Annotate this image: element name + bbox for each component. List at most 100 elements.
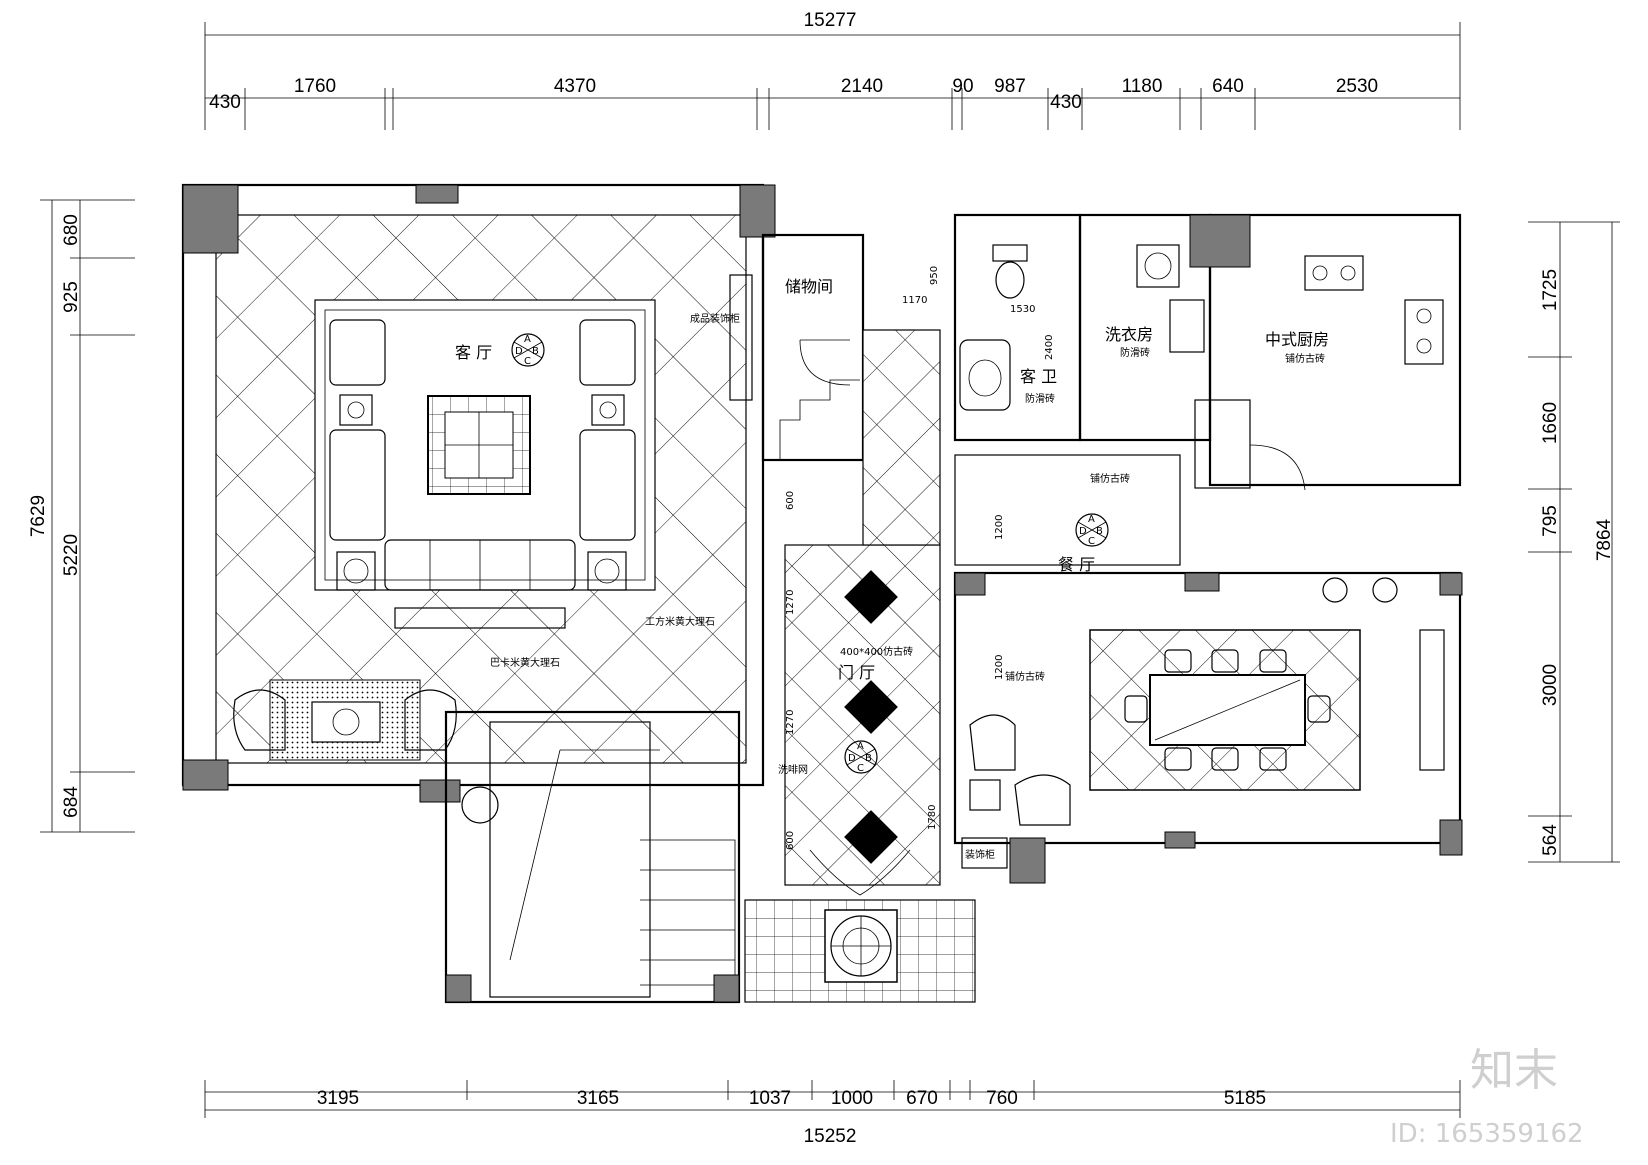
column [1189,214,1251,268]
note-antislip-bath: 防滑砖 [1025,392,1055,405]
sofa-left [329,429,386,541]
dim-left-2: 5220 [61,534,82,576]
dim-inner-8: 1780 [927,805,938,830]
plant-icon [461,786,499,824]
dining-room: 铺仿古砖 餐 厅 铺仿古砖 装饰柜 [953,454,1463,884]
index-c: C [857,763,864,774]
dim-inner-0: 950 [929,266,940,285]
dim-top-5: 987 [994,76,1026,97]
note-dining-top: 铺仿古砖 [1090,472,1130,485]
room-label-guest-bath: 客 卫 [1020,367,1057,386]
side-table [591,394,625,426]
dim-top-1: 1760 [294,76,336,97]
living-room: 客 厅 成品装饰柜 工方米黄大理石 巴卡米黄大理石 [181,183,776,803]
left-dimensions: 7629 680 925 5220 684 [28,199,135,833]
tea-table [311,701,381,743]
storage-room: 储物间 [761,233,865,462]
index-b: B [1096,526,1103,537]
dim-inner-5: 1270 [785,590,796,615]
dim-left-total: 7629 [28,495,49,537]
column [1439,819,1463,856]
dim-right-1: 1660 [1540,402,1561,444]
note-antislip-laundry: 防滑砖 [1120,346,1150,359]
dim-top-3: 2140 [841,76,883,97]
dim-bottom-4: 670 [906,1088,938,1109]
index-mark-dining: A B C D [1075,513,1109,547]
guest-bath: 客 卫 防滑砖 [953,213,1082,442]
column [954,572,986,596]
note-deco-cabinet: 装饰柜 [965,848,995,861]
column [1009,837,1046,884]
dim-inner-1: 1170 [902,295,927,306]
dim-right-3: 3000 [1540,664,1561,706]
corner-table [587,551,627,591]
index-mark-foyer: A B C D [844,740,878,774]
index-d: D [848,753,856,764]
washing-machine [1136,244,1180,288]
dim-inner-2: 1530 [1010,304,1035,315]
dim-top-4: 90 [952,76,973,97]
note-mesh: 洗啡网 [778,764,808,776]
room-label-foyer: 门 厅 [838,663,875,682]
note-kitchen-floor: 铺仿古砖 [1285,352,1325,365]
sofa-right [579,429,636,541]
room-label-laundry: 洗衣房 [1105,325,1153,344]
armchair [1014,774,1071,826]
column [739,184,776,238]
dim-top-6: 430 [1050,92,1082,113]
dim-right-4: 564 [1540,824,1561,856]
column [415,184,459,204]
top-dimensions: 15277 430 1760 4370 2140 90 987 430 1180… [204,10,1461,130]
entry-door [809,849,911,896]
column [182,759,229,791]
note-foyer-tile: 400*400仿古砖 [840,645,913,658]
laundry-sink [1169,299,1205,353]
column [1439,572,1463,596]
stair-block [444,710,741,1004]
dim-top-total: 15277 [804,10,857,31]
dim-inner-6: 1270 [785,710,796,735]
deco-cabinet [961,837,1008,869]
dim-top-7: 1180 [1122,76,1163,97]
room-label-living: 客 厅 [455,343,492,362]
dim-inner-9: 1200 [994,515,1005,540]
watermark-logo: 知末 [1470,1045,1558,1096]
dim-inner-7: 600 [785,831,796,850]
armchair-left-top [329,319,386,386]
inner-dimensions: 950 1170 1530 2400 600 1270 1270 600 178… [785,266,1055,850]
dim-inner-4: 600 [785,491,796,510]
plant-icon [1372,577,1398,603]
dim-inner-10: 1200 [994,655,1005,680]
index-b: B [532,346,539,357]
column [1164,831,1196,849]
room-label-kitchen: 中式厨房 [1265,330,1329,349]
armchair [404,689,457,751]
dim-bottom-6: 5185 [1224,1088,1266,1109]
tv-bench [394,607,566,629]
washbasin [959,339,1011,411]
dim-top-2: 4370 [554,76,596,97]
dim-bottom-3: 1000 [831,1088,873,1109]
room-label-storage: 储物间 [785,277,833,296]
room-label-dining: 餐 厅 [1058,555,1095,574]
dim-top-8: 640 [1212,76,1244,97]
dim-left-0: 680 [61,214,82,246]
note-marble-2: 巴卡米黄大理石 [490,656,560,669]
dim-right-0: 1725 [1540,269,1561,311]
dim-right-2: 795 [1540,505,1561,537]
note-dining-floor: 铺仿古砖 [1005,670,1045,683]
dim-inner-3: 2400 [1044,335,1055,360]
dim-bottom-2: 1037 [749,1088,791,1109]
dim-bottom-total: 15252 [804,1126,857,1147]
column [1184,572,1220,592]
side-table [339,394,373,426]
note-marble-1: 工方米黄大理石 [645,615,715,628]
kitchen-sink [1404,299,1444,365]
dim-right-total: 7864 [1594,518,1615,561]
refrigerator [1194,399,1251,489]
dining-chairs [1124,649,1331,771]
index-a: A [1088,514,1095,525]
index-c: C [524,356,531,367]
column [713,974,740,1003]
column [445,974,472,1003]
